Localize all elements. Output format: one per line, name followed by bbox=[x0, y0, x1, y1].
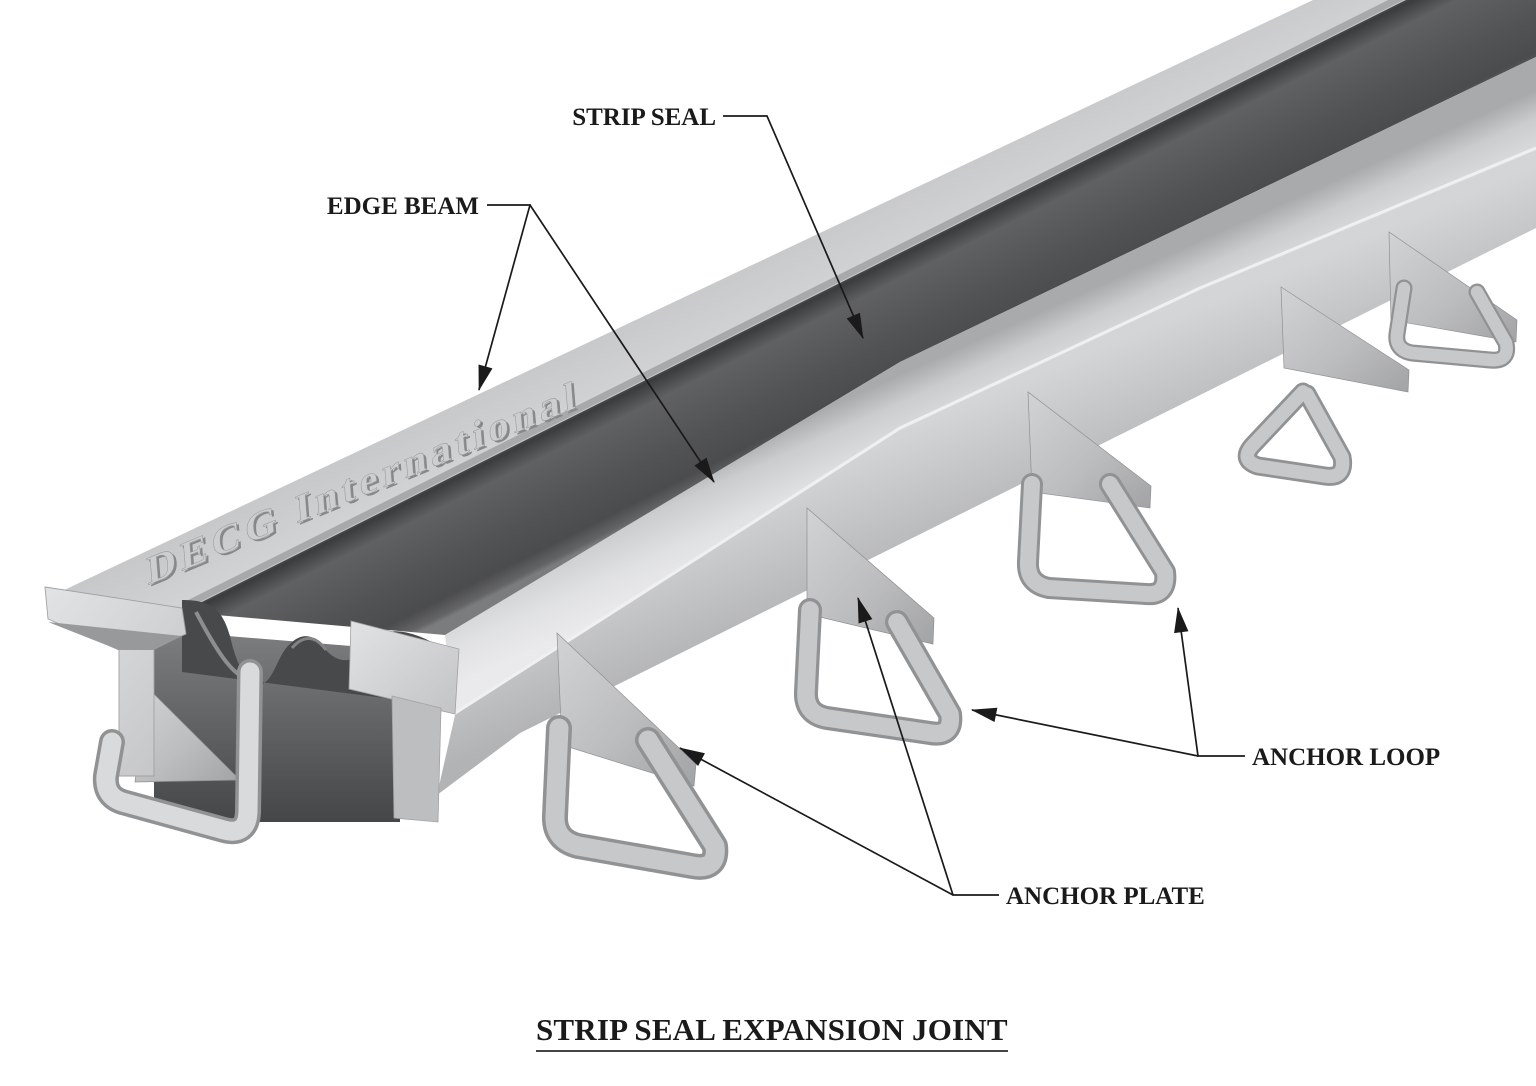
callouts: STRIP SEAL EDGE BEAM ANCHOR LOOP ANCHOR … bbox=[327, 104, 1440, 910]
edge-beam-right-top-edge-highlight bbox=[454, 146, 1536, 715]
right-beam-end-leg bbox=[391, 695, 442, 823]
anchor-plate-label: ANCHOR PLATE bbox=[1006, 883, 1205, 910]
anchor-loop-label: ANCHOR LOOP bbox=[1252, 744, 1440, 771]
anchor-plate bbox=[806, 507, 935, 645]
callout-edge-beam: EDGE BEAM bbox=[327, 193, 715, 483]
anchor-plate bbox=[1280, 286, 1410, 393]
anchor-loop-surface bbox=[1019, 476, 1174, 603]
anchor-plate bbox=[1027, 391, 1152, 509]
diagram-title: STRIP SEAL EXPANSION JOINT bbox=[536, 1012, 1008, 1047]
left-anchor-loop-surface bbox=[96, 662, 260, 841]
anchor-units bbox=[542, 231, 1518, 880]
joint-cross-section bbox=[44, 586, 460, 845]
anchor-loop-leader-line-left bbox=[970, 707, 1199, 757]
edge-beam-left-lip bbox=[182, 0, 1404, 610]
edge-beam-right-front-face bbox=[437, 150, 1536, 795]
callout-strip-seal: STRIP SEAL bbox=[572, 104, 864, 339]
anchor-plate-leader-line-left bbox=[679, 747, 954, 896]
anchor-loop-surface bbox=[1240, 385, 1350, 484]
diagram-title-block: STRIP SEAL EXPANSION JOINT bbox=[536, 1012, 1008, 1052]
edge-beam-label: EDGE BEAM bbox=[327, 193, 479, 220]
edge-beam-leader-line-right bbox=[529, 204, 715, 483]
right-beam-end-flange bbox=[348, 620, 460, 715]
anchor-loop-surface bbox=[1390, 281, 1513, 367]
anchor-loop-surface bbox=[797, 601, 960, 743]
callout-anchor-plate: ANCHOR PLATE bbox=[679, 596, 1205, 910]
edge-beam-right bbox=[437, 57, 1536, 795]
callout-anchor-loop: ANCHOR LOOP bbox=[970, 606, 1440, 771]
edge-beam-left-top-surface bbox=[60, 0, 1406, 612]
left-beam-underflange-shadow bbox=[48, 622, 182, 650]
strip-seal-label: STRIP SEAL bbox=[572, 104, 716, 131]
anchor-loop-surface bbox=[545, 718, 725, 877]
strip-seal-leader-line bbox=[723, 115, 864, 339]
